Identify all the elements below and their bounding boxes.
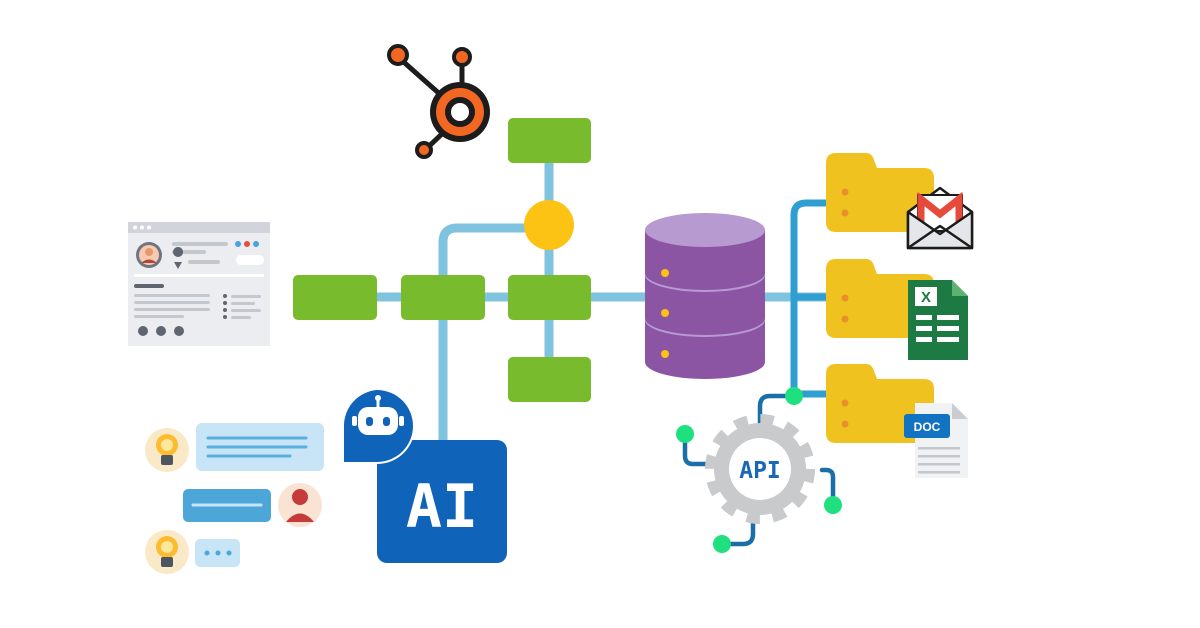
lightbulb-icon	[145, 428, 189, 472]
avatar	[136, 242, 162, 268]
connector-dots	[676, 387, 842, 553]
crm-profile-window	[128, 222, 270, 346]
process-nodes	[293, 118, 591, 402]
ai-block: AI	[377, 440, 507, 563]
process-node-left	[293, 275, 377, 320]
folder-icon	[826, 259, 934, 338]
chatbot-icon	[341, 388, 415, 464]
user-avatar-icon	[278, 483, 322, 527]
doc-file-icon: DOC	[904, 403, 968, 478]
circuit-lines	[682, 393, 836, 547]
api-label: API	[739, 458, 781, 484]
process-node-middle	[401, 275, 485, 320]
lightbulb-icon	[145, 530, 189, 574]
folder-branch-pipes	[790, 199, 834, 398]
process-node-top	[508, 118, 591, 163]
process-node-bottom	[508, 357, 591, 402]
sheet-label: X	[921, 289, 931, 306]
gmail-icon	[906, 186, 974, 250]
database-icon	[645, 213, 765, 379]
location-pin-icon	[173, 247, 184, 269]
doc-label: DOC	[914, 420, 941, 434]
pipe-hub-to-ai	[438, 223, 554, 445]
api-gear-icon: API	[705, 414, 815, 524]
pipe-folder-branch	[790, 199, 834, 398]
connector-dot	[713, 535, 731, 553]
connector-dot	[676, 425, 694, 443]
hub-node	[524, 200, 574, 250]
connector-dot	[824, 496, 842, 514]
process-node-center	[508, 275, 591, 320]
hubspot-logo	[387, 44, 490, 159]
spreadsheet-icon: X	[908, 280, 968, 360]
ai-label: AI	[406, 472, 478, 542]
chat-ideas-group	[145, 423, 324, 574]
connector-dot	[785, 387, 803, 405]
